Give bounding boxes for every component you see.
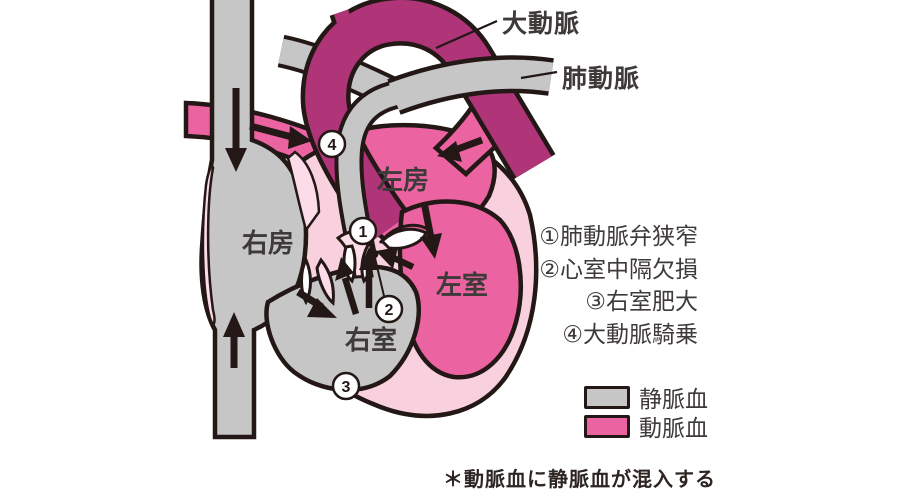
pulmonary-artery-label: 肺動脈 bbox=[562, 65, 641, 93]
atrial-septum-wall bbox=[286, 150, 321, 233]
aorta-label: 大動脈 bbox=[502, 10, 581, 38]
atrium-lining bbox=[201, 165, 216, 326]
feature-item: ①肺動脈弁狭窄 bbox=[539, 223, 698, 249]
pulmonary-artery-leader-line bbox=[520, 70, 558, 80]
left-atrium-label: 左房 bbox=[377, 165, 429, 195]
marker-4-overriding-aorta: 4 bbox=[317, 129, 347, 159]
left-ventricle-label: 左室 bbox=[436, 270, 488, 300]
svg-text:3: 3 bbox=[342, 379, 351, 396]
right-atrium-label: 右房 bbox=[242, 228, 294, 258]
legend-row-arterial: 動脈血 bbox=[584, 414, 708, 441]
venous-swatch bbox=[584, 385, 630, 409]
venous-label: 静脈血 bbox=[639, 386, 708, 412]
footnote: ＊動脈血に静脈血が混入する bbox=[443, 469, 716, 491]
right-ventricle-label: 右室 bbox=[345, 325, 397, 355]
marker-1-pulmonary-stenosis: 1 bbox=[348, 216, 378, 246]
marker-3-rv-hypertrophy: 3 bbox=[331, 371, 361, 401]
mitral-valve bbox=[378, 223, 430, 250]
feature-item: ④大動脈騎乗 bbox=[562, 320, 698, 347]
svg-text:2: 2 bbox=[385, 302, 394, 319]
arterial-label: 動脈血 bbox=[639, 415, 708, 441]
feature-item: ②心室中隔欠損 bbox=[539, 255, 698, 282]
feature-list: ①肺動脈弁狭窄 ②心室中隔欠損 ③右室肥大 ④大動脈騎乗 bbox=[440, 220, 698, 350]
feature-item: ③右室肥大 bbox=[585, 288, 698, 314]
svg-text:4: 4 bbox=[328, 137, 337, 154]
legend: 静脈血 動脈血 bbox=[584, 385, 708, 444]
arterial-swatch bbox=[584, 414, 630, 438]
flow-arrows bbox=[223, 88, 484, 368]
legend-row-venous: 静脈血 bbox=[584, 385, 708, 412]
aorta-leader-line bbox=[435, 19, 498, 50]
marker-2-vsd: 2 bbox=[374, 294, 404, 324]
svg-text:1: 1 bbox=[359, 224, 368, 241]
